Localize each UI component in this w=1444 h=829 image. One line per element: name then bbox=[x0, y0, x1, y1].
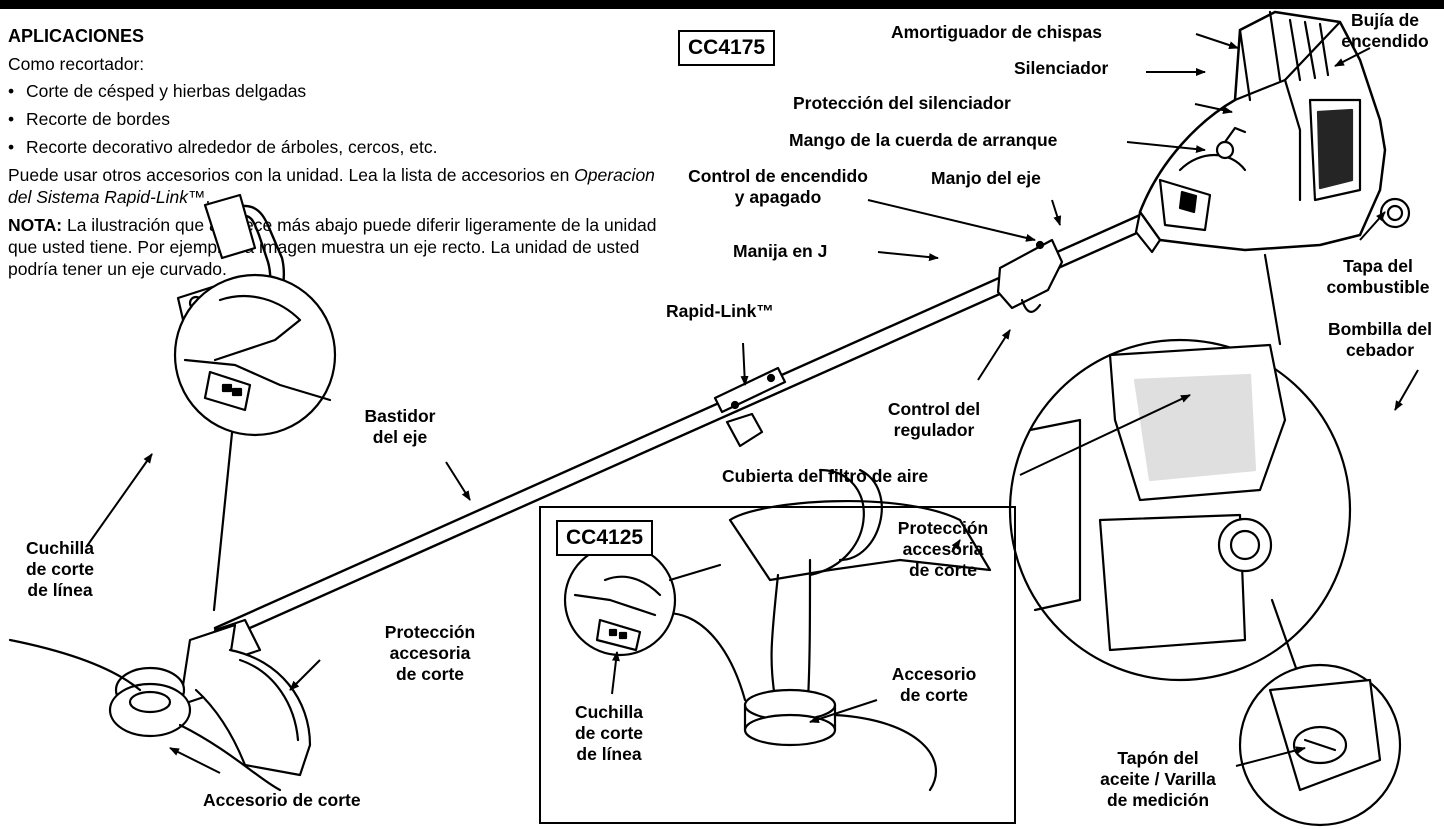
cutting-head bbox=[8, 618, 312, 792]
note-paragraph: NOTA: La ilustración que aparece más aba… bbox=[8, 215, 668, 281]
leader-muffler-guard bbox=[1194, 103, 1233, 115]
label-air-filter: Cubierta del filtro de aire bbox=[722, 466, 929, 486]
shaft bbox=[213, 213, 1150, 642]
leader-air-filter bbox=[1019, 394, 1191, 476]
rapid-link-coupler bbox=[713, 366, 787, 448]
inset-frame bbox=[539, 506, 1016, 824]
accessories-reference: Operacion del Sistema Rapid-Link bbox=[8, 165, 655, 207]
label-rapid-link: Rapid-Link™ bbox=[666, 301, 774, 321]
leader-throttle bbox=[977, 329, 1011, 381]
leader-inset-attachment bbox=[809, 699, 878, 723]
leader-guard bbox=[289, 659, 321, 691]
label-starter-handle: Mango de la cuerda de arranque bbox=[789, 130, 1058, 150]
label-attachment: Accesorio de corte bbox=[203, 790, 361, 810]
leader-spark-arrestor bbox=[1195, 33, 1239, 49]
oil-magnifier bbox=[1238, 598, 1402, 827]
applications-item: Recorte de bordes bbox=[8, 109, 668, 131]
blade-magnifier bbox=[173, 273, 337, 612]
applications-heading: APLICACIONES bbox=[8, 26, 145, 46]
leader-spark-plug bbox=[1334, 47, 1371, 67]
leader-inset-guard bbox=[951, 539, 961, 553]
label-spark-arrestor: Amortiguador de chispas bbox=[891, 22, 1103, 42]
leader-fuel-cap bbox=[1359, 211, 1386, 241]
applications-subheading: Como recortador: bbox=[8, 53, 145, 74]
leader-line-blade bbox=[86, 453, 153, 547]
leader-shaft-handle bbox=[1051, 199, 1062, 226]
label-j-handle: Manija en J bbox=[733, 241, 828, 261]
label-shaft-handle: Manjo del eje bbox=[931, 168, 1041, 188]
model-box-inset: CC4125 bbox=[556, 520, 654, 556]
leader-primer bbox=[1394, 369, 1419, 411]
engine bbox=[1134, 10, 1411, 254]
engine-magnifier bbox=[1008, 253, 1352, 682]
applications-text: APLICACIONES Como recortador: Corte de c… bbox=[8, 25, 668, 286]
leader-onoff bbox=[867, 199, 1036, 242]
model-box-main: CC4175 bbox=[678, 30, 776, 66]
throttle-handle bbox=[996, 238, 1064, 313]
label-muffler-guard: Protección del silenciador bbox=[793, 93, 1011, 113]
leader-oil-cap bbox=[1235, 746, 1306, 767]
applications-item: Recorte decorativo alrededor de árboles,… bbox=[8, 137, 668, 159]
top-rule bbox=[0, 0, 1444, 9]
applications-item: Corte de césped y hierbas delgadas bbox=[8, 81, 668, 103]
leader-shaft-housing bbox=[445, 461, 471, 501]
leader-attachment bbox=[169, 747, 221, 774]
note-label: NOTA: bbox=[8, 214, 63, 235]
inset-trimmer bbox=[563, 468, 992, 792]
leader-starter-handle bbox=[1126, 141, 1206, 154]
applications-list: Corte de césped y hierbas delgadas Recor… bbox=[8, 81, 668, 159]
accessories-paragraph: Puede usar otros accesorios con la unida… bbox=[8, 165, 655, 207]
leader-j-handle bbox=[877, 251, 939, 262]
leader-rapid-link bbox=[740, 342, 749, 386]
leader-inset-blade bbox=[611, 651, 620, 695]
label-muffler: Silenciador bbox=[1014, 58, 1109, 78]
note-text: La ilustración que aparece más abajo pue… bbox=[8, 214, 657, 279]
